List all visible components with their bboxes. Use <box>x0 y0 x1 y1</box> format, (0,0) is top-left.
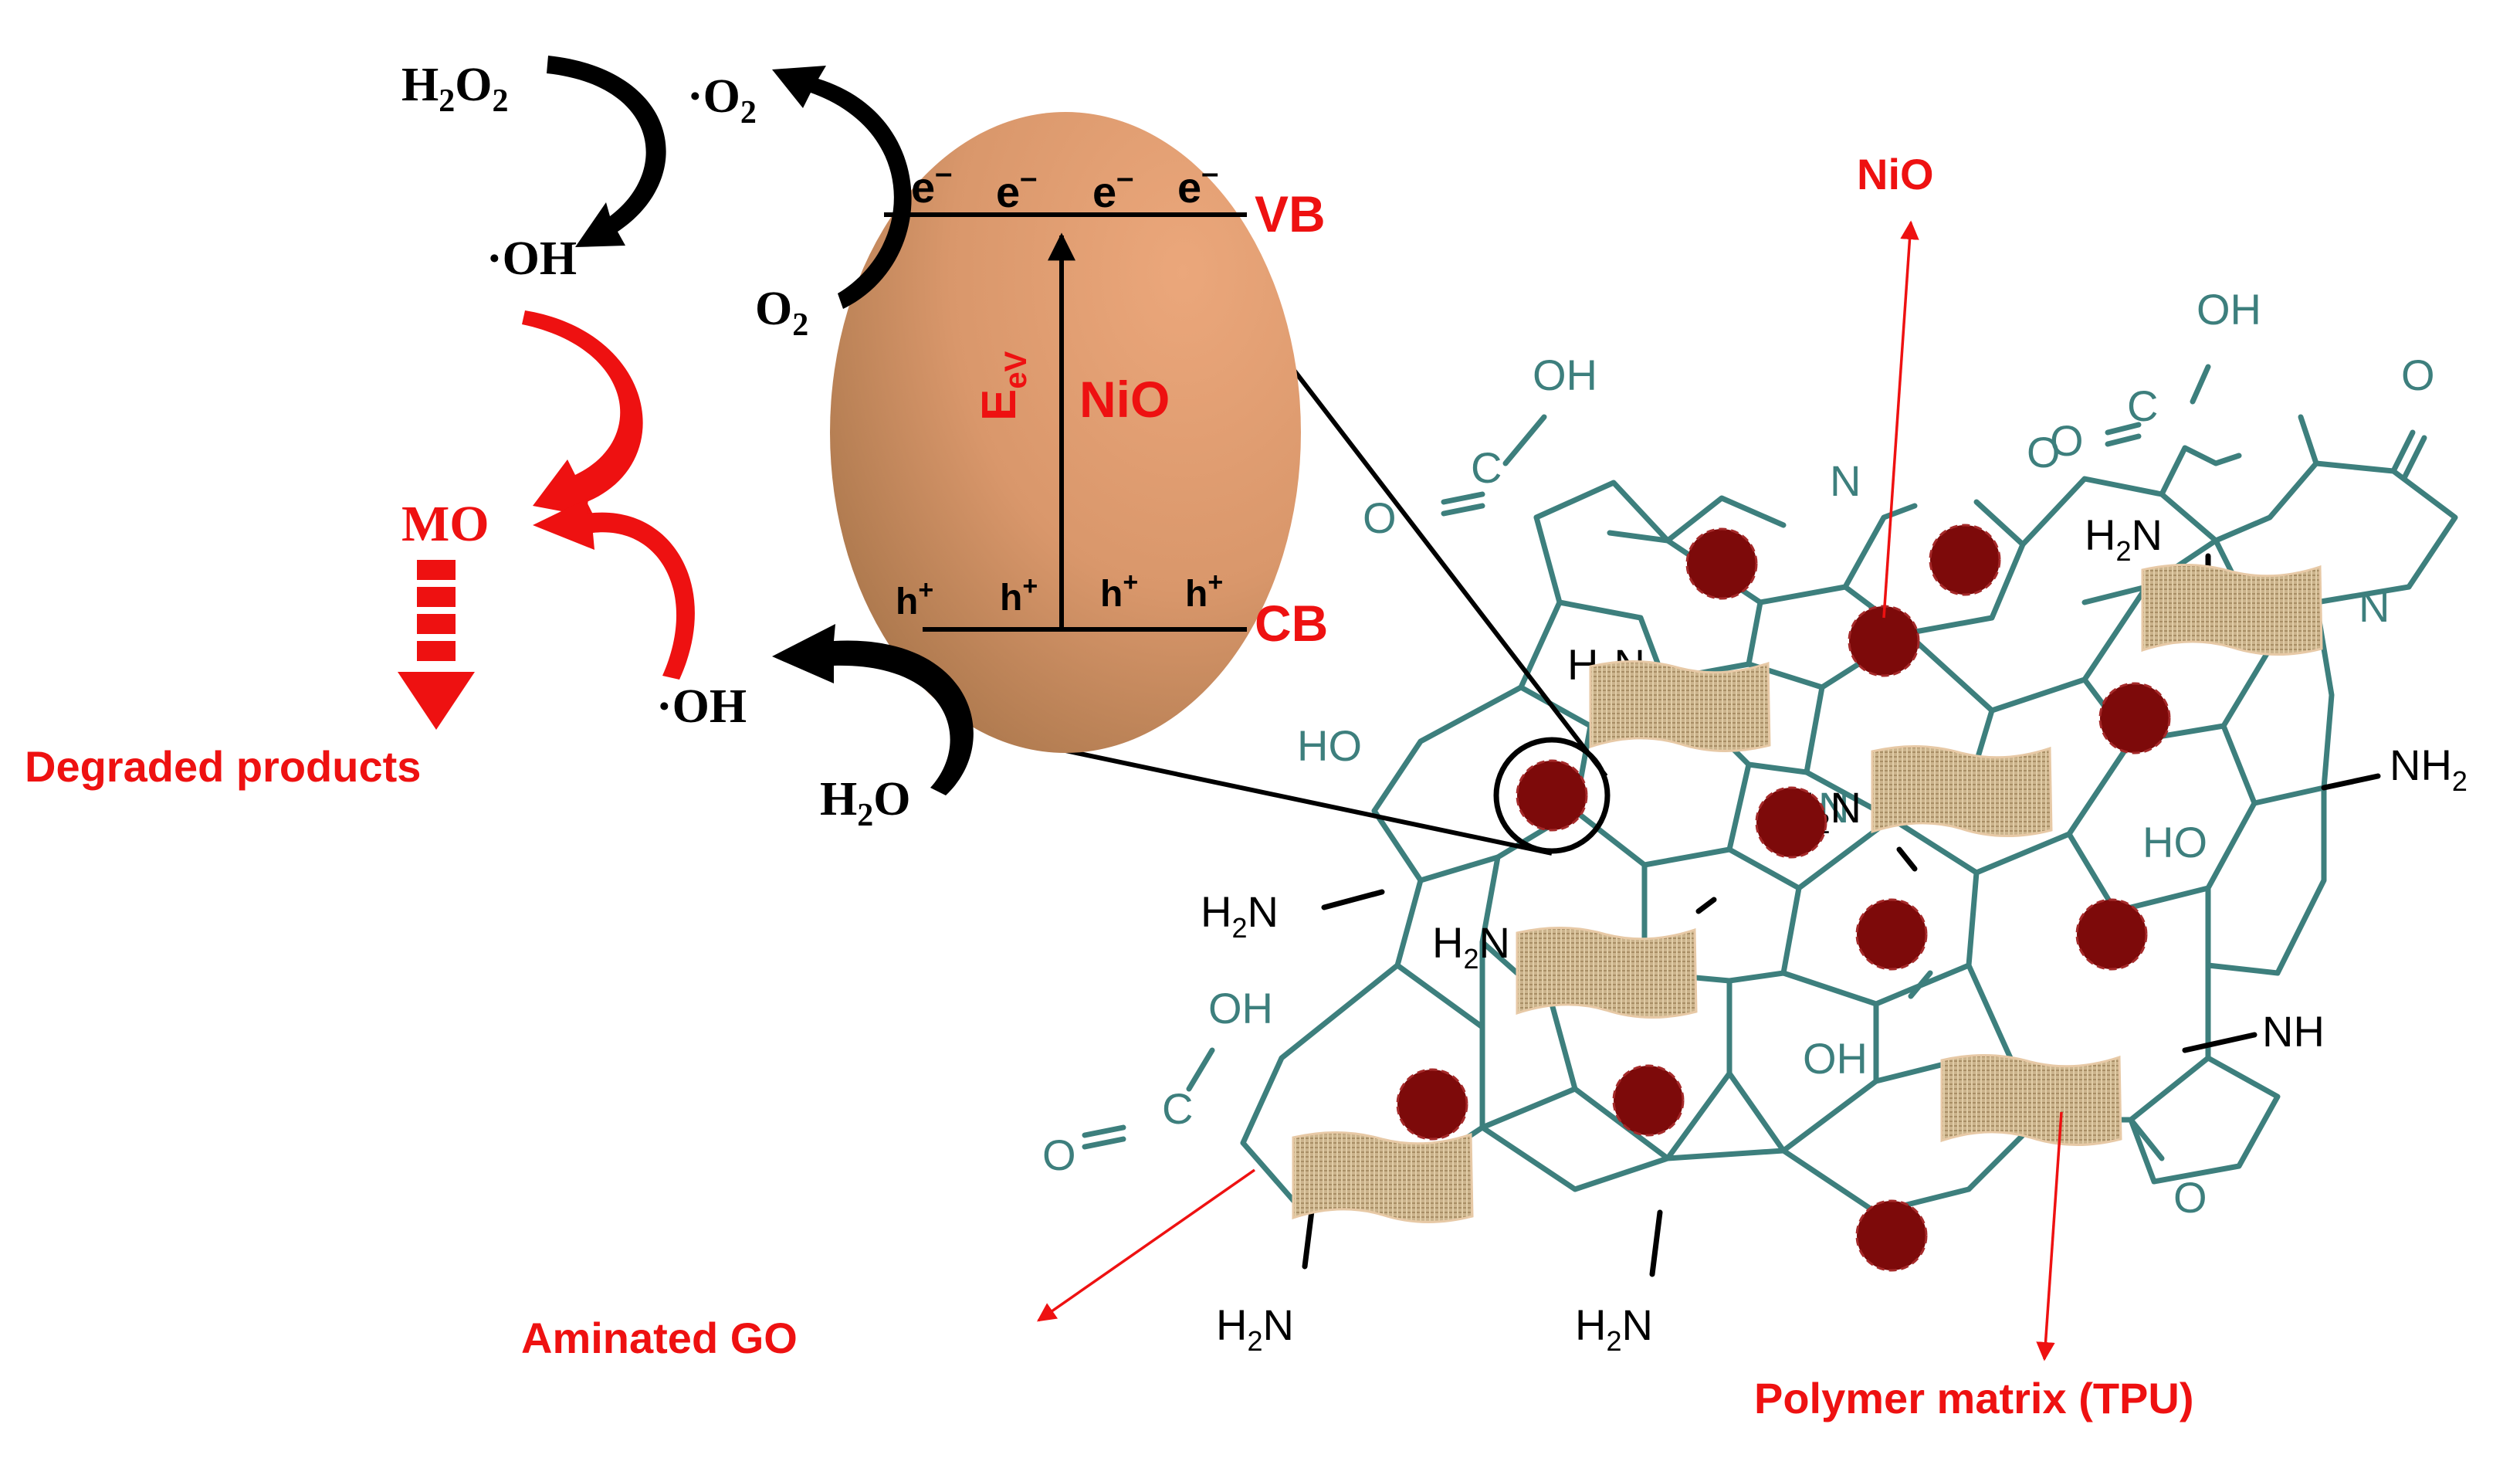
amine-label-5: H2N <box>1432 918 1510 975</box>
go-ho-label-1: HO <box>1297 721 1362 770</box>
go-c-label-3: C <box>1162 1084 1193 1133</box>
aminated-go-callout-label: Aminated GO <box>521 1314 798 1362</box>
tpu-patch-4 <box>1516 926 1698 1019</box>
amine-label-6: H2N <box>1216 1300 1294 1357</box>
go-o-label-2: O <box>2027 428 2061 476</box>
go-c-label-2: C <box>2127 381 2158 430</box>
amine-label-7: H2N <box>1575 1300 1653 1357</box>
zoom-indicator <box>1065 368 1611 856</box>
go-o-label-3: O <box>2050 416 2084 465</box>
nio-particle: e– e– e– e– h+ h+ h+ h+ VB CB NiO EeV <box>830 112 1328 753</box>
go-o-label-4: O <box>2401 351 2435 399</box>
hole-1: h+ <box>896 575 933 622</box>
tpu-callout-label: Polymer matrix (TPU) <box>1754 1374 2194 1422</box>
mo-label: MO <box>401 496 489 552</box>
electron-4: e– <box>1177 156 1218 212</box>
o2-label: O2 <box>755 283 808 343</box>
oh-radical-top-label: ·OH <box>486 232 577 285</box>
go-o-label-6: O <box>2173 1173 2207 1222</box>
degraded-products-label: Degraded products <box>25 742 421 791</box>
amine-label-1: H2N <box>2085 510 2163 567</box>
tpu-patch-1 <box>1589 659 1771 753</box>
nio-particle-label: NiO <box>1079 371 1170 428</box>
vb-label: VB <box>1255 185 1326 242</box>
nio-dot <box>1855 1199 1928 1272</box>
go-n-label-2: N <box>2359 582 2390 631</box>
o2-to-o2radical-arrow <box>772 66 912 309</box>
oh-radical-bottom-label: ·OH <box>656 680 747 733</box>
degradation-arrow <box>398 560 475 730</box>
cb-label: CB <box>1255 595 1328 652</box>
tpu-patch-5 <box>1940 1053 2122 1147</box>
tpu-patch-3 <box>1871 744 2053 838</box>
band-gap-label: EeV <box>973 351 1033 421</box>
nio-dot <box>1396 1068 1468 1141</box>
hole-2: h+ <box>1000 571 1038 619</box>
amine-label-4: H2N <box>1201 887 1279 944</box>
nio-particle-body <box>830 112 1301 753</box>
oh-to-mo-arrow-bottom <box>533 498 695 680</box>
h2o2-to-oh-arrow <box>547 56 666 247</box>
o2-radical-label: ·O2 <box>687 70 757 131</box>
h2o-label: H2O <box>820 773 910 833</box>
go-c-label-1: C <box>1471 443 1502 492</box>
aminated-go-callout-arrow <box>1036 1168 1256 1322</box>
amine-label-8: NH2 <box>2390 741 2468 797</box>
hole-4: h+ <box>1185 568 1223 615</box>
nio-dot <box>1855 898 1928 971</box>
nio-nanoparticles <box>1396 524 2171 1272</box>
go-o-label-1: O <box>1363 493 1397 542</box>
go-oh-label-1: OH <box>1533 351 1597 399</box>
go-n-label-1: N <box>1830 456 1861 505</box>
nio-dot <box>1612 1064 1685 1137</box>
aminated-go-sheet: OH C O N O OH C O O N HO HO OH OH C O O … <box>1042 285 2468 1357</box>
go-oh-label-2: OH <box>2197 285 2261 334</box>
zoom-circle <box>1493 737 1611 854</box>
go-oh-label-4: OH <box>1208 984 1273 1032</box>
go-ho-label-2: HO <box>2142 818 2207 866</box>
tpu-patch-2 <box>2141 563 2323 656</box>
electron-2: e– <box>996 161 1037 216</box>
nio-dot <box>1755 786 1827 859</box>
nio-dot <box>2075 898 2148 971</box>
nio-dot <box>1516 759 1588 832</box>
tpu-callout-arrow <box>2036 1111 2063 1361</box>
tpu-patch-6 <box>1292 1131 1474 1224</box>
electron-3: e– <box>1092 161 1133 216</box>
electron-1: e– <box>911 156 952 212</box>
h2o2-label: H2O2 <box>401 59 508 119</box>
nio-callout-arrow <box>1882 220 1919 619</box>
go-o-label-5: O <box>1042 1131 1076 1179</box>
reaction-arrows <box>398 56 974 795</box>
nio-dot <box>1929 524 2001 596</box>
nio-dot <box>2098 682 2171 754</box>
oh-to-mo-arrow-top <box>522 310 643 517</box>
h2o-to-oh-arrow <box>772 624 974 795</box>
nh-label: NH <box>2262 1007 2325 1056</box>
callouts: NiO Aminated GO Polymer matrix (TPU) <box>521 150 2194 1422</box>
hole-3: h+ <box>1100 568 1138 615</box>
nio-dot <box>1685 527 1758 600</box>
go-oh-label-3: OH <box>1803 1034 1868 1083</box>
nio-callout-label: NiO <box>1857 150 1934 198</box>
